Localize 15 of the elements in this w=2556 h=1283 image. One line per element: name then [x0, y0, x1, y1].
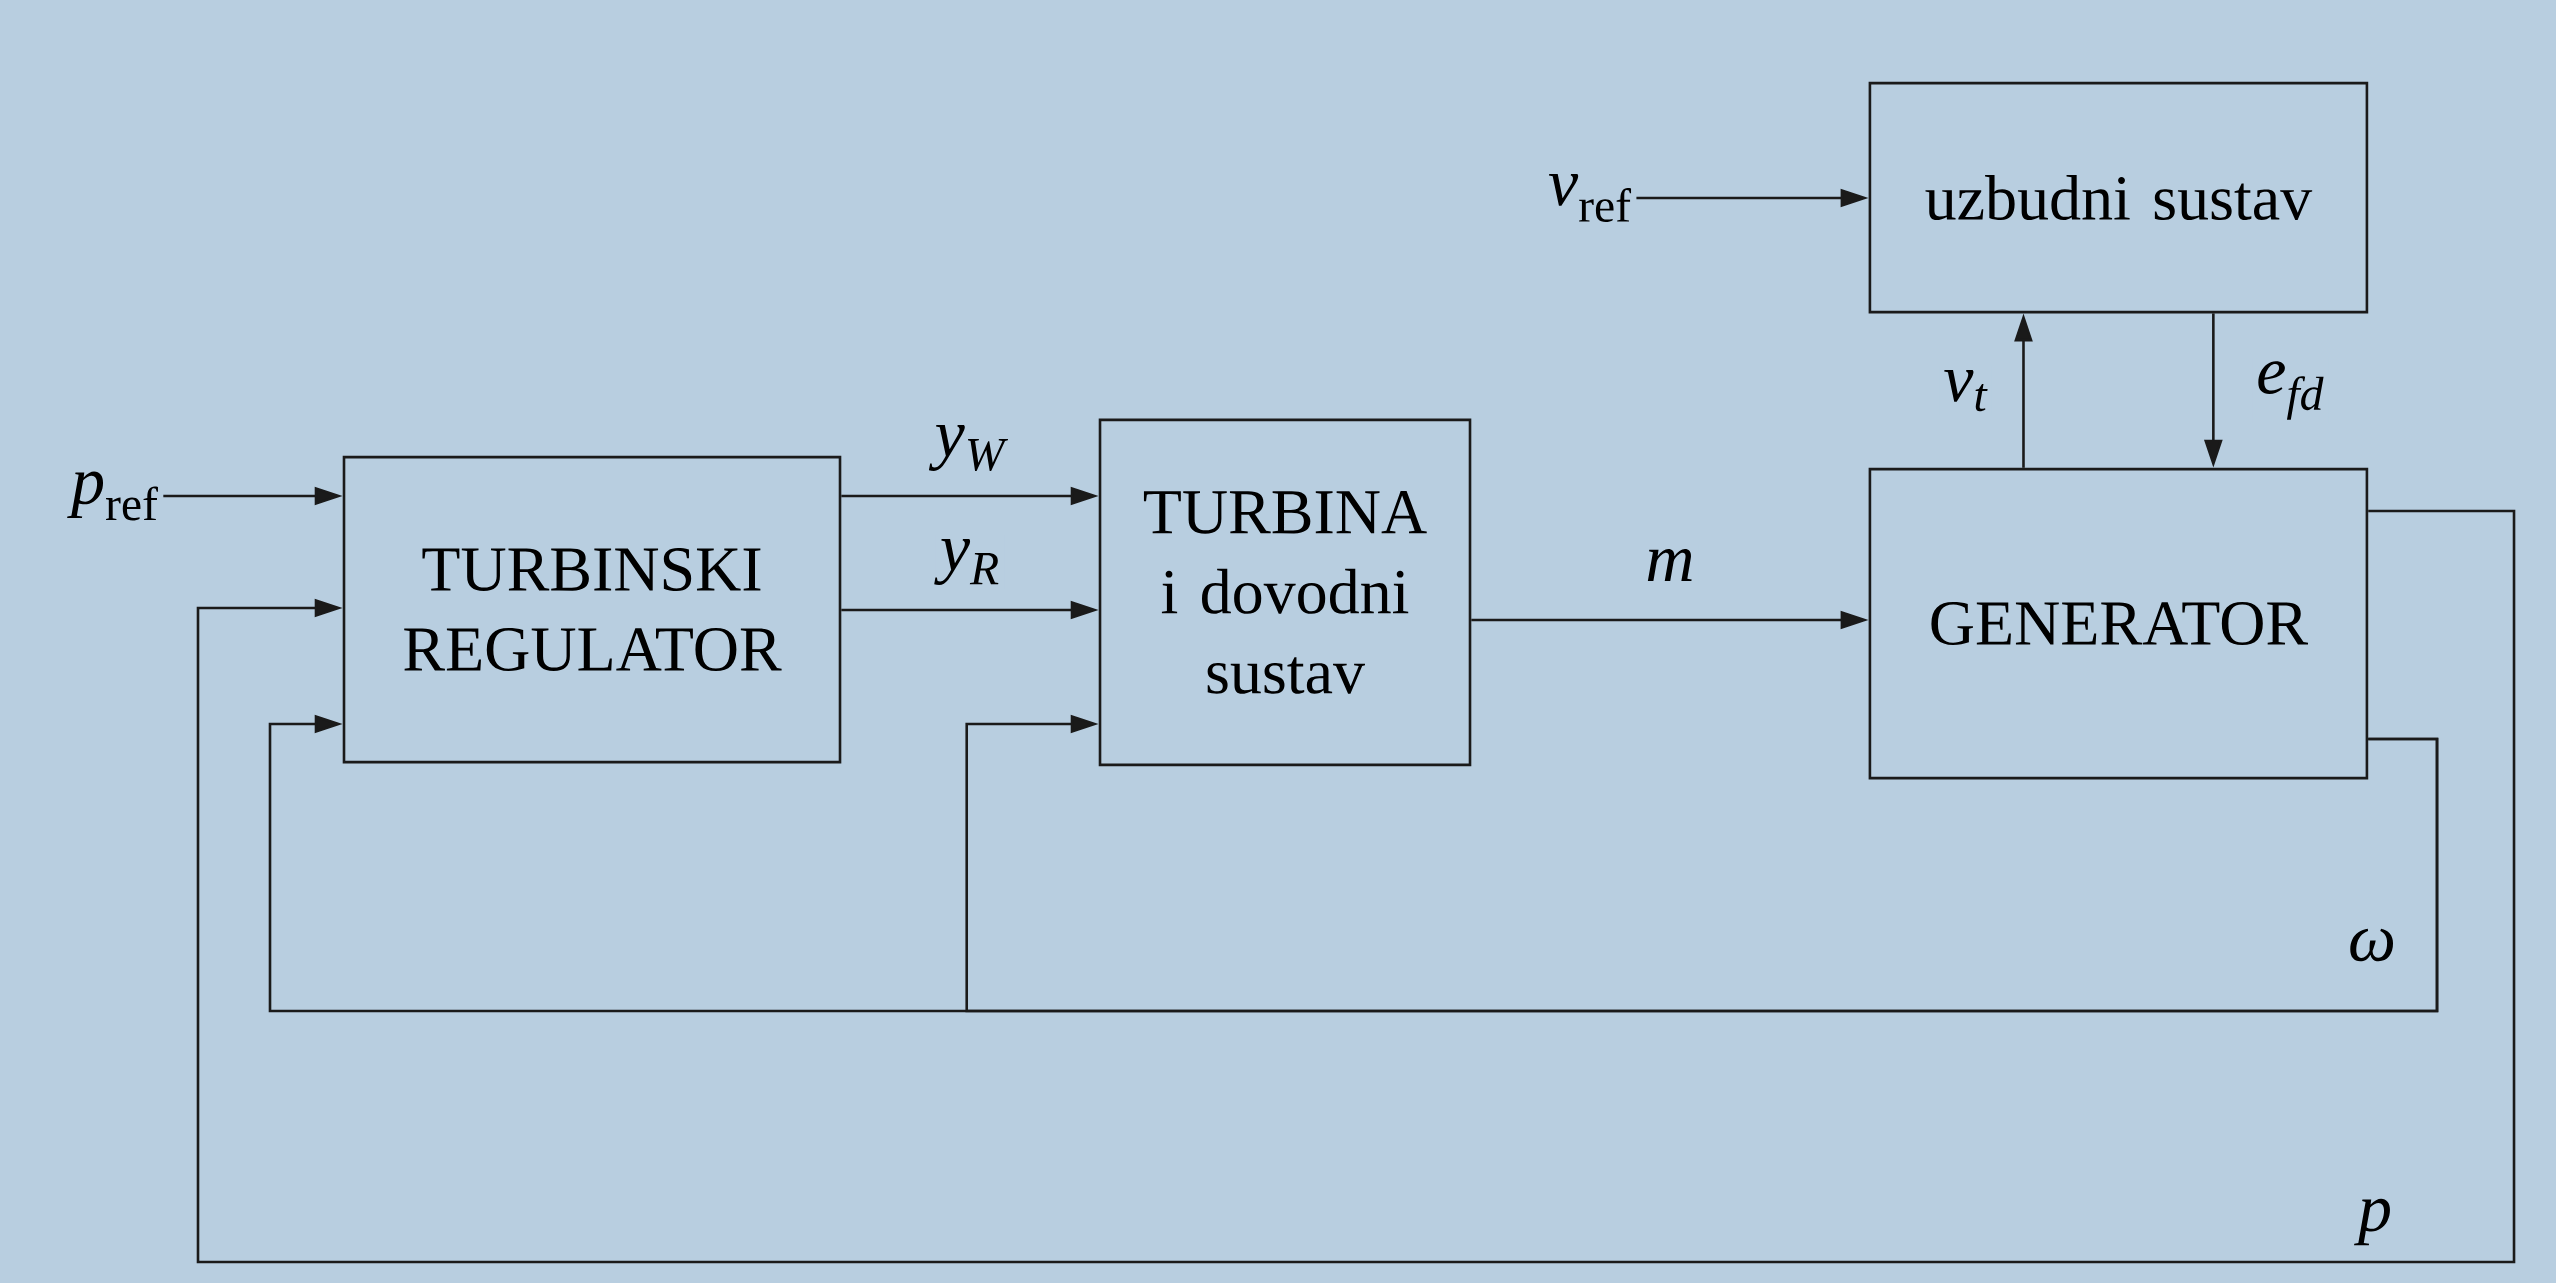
signal-label: v$_{ref}$	[1548, 173, 1632, 223]
arrow	[196, 509, 2516, 1264]
edge-label: e$_{fd}$	[2252, 357, 2329, 424]
block-box: TURBINSKI REGULATOR	[342, 455, 842, 764]
edge-label: m	[1641, 545, 1699, 585]
arrow	[965, 714, 2439, 1013]
edge-label: ω	[2344, 924, 2400, 966]
block-box: uzbudni sustav	[1868, 81, 2369, 314]
edge-label: y$_{W}$	[928, 421, 1010, 475]
edge-label: p	[2354, 1194, 2396, 1250]
signal-label: p$_{ref}$	[67, 471, 158, 521]
edge-label: y$_{R}$	[934, 535, 1005, 589]
block-box: TURBINA i dovodni sustav	[1098, 418, 1472, 767]
edge-label: v$_{t}$	[1939, 365, 1992, 416]
block-box: GENERATOR	[1868, 467, 2369, 780]
